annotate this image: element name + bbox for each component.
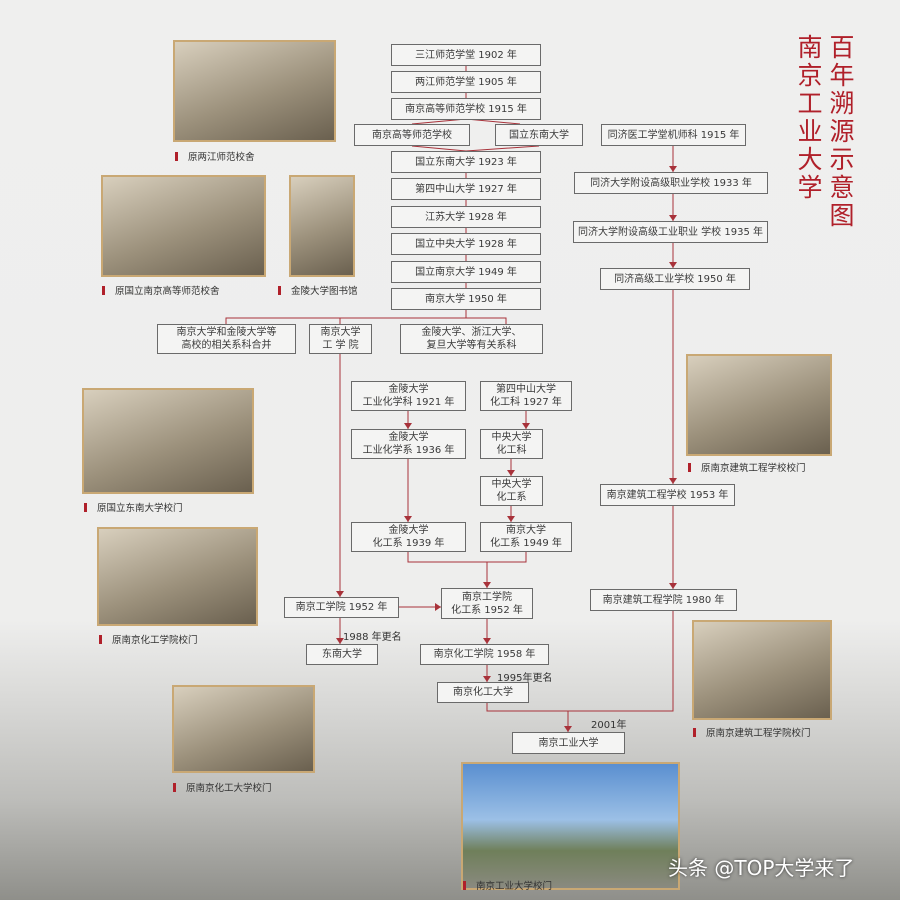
node: 南京大学 工 学 院 bbox=[309, 324, 372, 354]
photo-arch-college-gate bbox=[692, 620, 832, 720]
node: 第四中山大学 化工科 1927 年 bbox=[480, 381, 572, 411]
node: 南京工学院 1952 年 bbox=[284, 597, 399, 618]
arrow-head bbox=[435, 603, 441, 611]
caption: 原两江师范校舍 bbox=[175, 149, 255, 163]
node: 两江师范学堂 1905 年 bbox=[391, 71, 541, 93]
arrow-head bbox=[669, 478, 677, 484]
node: 三江师范学堂 1902 年 bbox=[391, 44, 541, 66]
rename-note-1995: 1995年更名 bbox=[497, 673, 553, 684]
merge-note-2001: 2001年 bbox=[591, 720, 627, 731]
arrow-head bbox=[483, 676, 491, 682]
node: 同济大学附设高级职业学校 1933 年 bbox=[574, 172, 768, 194]
arrow-head bbox=[507, 470, 515, 476]
node: 南京大学和金陵大学等 高校的相关系科合并 bbox=[157, 324, 296, 354]
arrow-head bbox=[669, 583, 677, 589]
photo-njtech-gate bbox=[461, 762, 680, 890]
node: 同济医工学堂机师科 1915 年 bbox=[601, 124, 746, 146]
node: 中央大学 化工系 bbox=[480, 476, 543, 506]
arrow-head bbox=[336, 591, 344, 597]
node: 南京化工学院 1958 年 bbox=[420, 644, 549, 665]
node: 国立中央大学 1928 年 bbox=[391, 233, 541, 255]
title-line2: 南京工业大学 bbox=[794, 34, 823, 202]
photo-gaodeng bbox=[101, 175, 266, 277]
connector bbox=[407, 552, 527, 563]
node: 南京高等师范学校 1915 年 bbox=[391, 98, 541, 120]
node: 江苏大学 1928 年 bbox=[391, 206, 541, 228]
node: 同济高级工业学校 1950 年 bbox=[600, 268, 750, 290]
node: 南京大学 化工系 1949 年 bbox=[480, 522, 572, 552]
connector bbox=[225, 317, 507, 324]
caption: 原南京建筑工程学院校门 bbox=[693, 725, 811, 739]
caption: 原国立南京高等师范校舍 bbox=[102, 283, 220, 297]
watermark: 头条 @TOP大学来了 bbox=[668, 856, 855, 880]
node: 第四中山大学 1927 年 bbox=[391, 178, 541, 200]
node: 金陵大学 工业化学系 1936 年 bbox=[351, 429, 466, 459]
title-line1: 百年溯源示意图 bbox=[826, 34, 855, 230]
caption: 原南京化工学院校门 bbox=[99, 632, 198, 646]
node: 国立东南大学 bbox=[495, 124, 583, 146]
node: 南京建筑工程学校 1953 年 bbox=[600, 484, 735, 506]
node: 南京化工大学 bbox=[437, 682, 529, 703]
node: 东南大学 bbox=[306, 644, 378, 665]
connector bbox=[486, 611, 674, 712]
arrow-head bbox=[336, 638, 344, 644]
arrow-head bbox=[404, 516, 412, 522]
arrow-head bbox=[669, 215, 677, 221]
arrow-head bbox=[564, 726, 572, 732]
rename-note-1988: 1988 年更名 bbox=[343, 632, 402, 643]
caption: 南京工业大学校门 bbox=[463, 878, 552, 892]
node: 南京大学 1950 年 bbox=[391, 288, 541, 310]
node: 金陵大学 工业化学科 1921 年 bbox=[351, 381, 466, 411]
arrow-head bbox=[522, 423, 530, 429]
node: 金陵大学、浙江大学、 复旦大学等有关系科 bbox=[400, 324, 543, 354]
node: 南京工业大学 bbox=[512, 732, 625, 754]
photo-dongnan-gate bbox=[82, 388, 254, 494]
caption: 原国立东南大学校门 bbox=[84, 500, 183, 514]
node: 金陵大学 化工系 1939 年 bbox=[351, 522, 466, 552]
node: 南京工学院 化工系 1952 年 bbox=[441, 588, 533, 619]
arrow-head bbox=[483, 638, 491, 644]
photo-liangjiang bbox=[173, 40, 336, 142]
node: 国立南京大学 1949 年 bbox=[391, 261, 541, 283]
arrow-head bbox=[669, 166, 677, 172]
photo-arch-school-gate bbox=[686, 354, 832, 456]
node: 同济大学附设高级工业职业 学校 1935 年 bbox=[573, 221, 768, 243]
arrow-head bbox=[507, 516, 515, 522]
arrow-head bbox=[483, 582, 491, 588]
photo-chem-college-gate bbox=[97, 527, 258, 626]
photo-jinling-library bbox=[289, 175, 355, 277]
node: 中央大学 化工科 bbox=[480, 429, 543, 459]
node: 南京高等师范学校 bbox=[354, 124, 470, 146]
arrow-head bbox=[669, 262, 677, 268]
node: 南京建筑工程学院 1980 年 bbox=[590, 589, 737, 611]
arrow-head bbox=[404, 423, 412, 429]
caption: 原南京化工大学校门 bbox=[173, 780, 272, 794]
caption: 金陵大学图书馆 bbox=[278, 283, 358, 297]
node: 国立东南大学 1923 年 bbox=[391, 151, 541, 173]
photo-chem-univ-gate bbox=[172, 685, 315, 773]
caption: 原南京建筑工程学校校门 bbox=[688, 460, 806, 474]
